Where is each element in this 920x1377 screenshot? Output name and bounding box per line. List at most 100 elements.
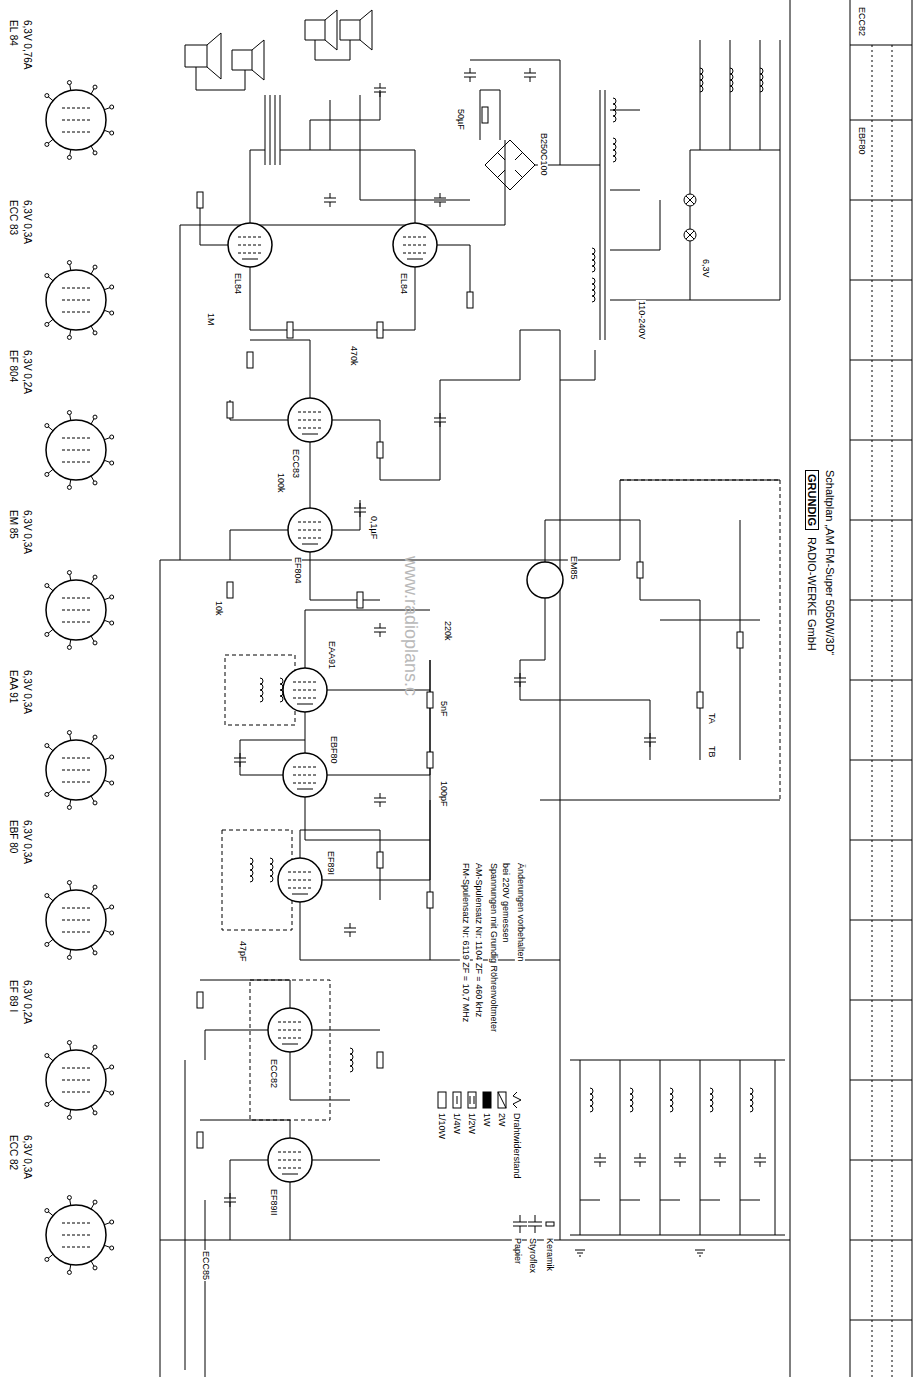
pinout-symbol	[2, 200, 118, 350]
schematic-element	[485, 140, 535, 190]
title-row: GRUNDIG RADIO-WERKE GmbH	[803, 470, 821, 740]
pin-dot	[45, 472, 49, 476]
tube-pinout: EL 846,3V 0,76A	[2, 20, 118, 170]
schematic-element	[440, 330, 560, 380]
tube-name: ECC 83	[6, 200, 20, 312]
schematic-element	[374, 793, 386, 807]
schematic-element	[790, 0, 912, 1377]
pin-dot	[67, 1041, 71, 1045]
pin-dot	[67, 485, 71, 489]
schematic-element	[377, 1052, 383, 1068]
schematic-element	[524, 68, 536, 82]
pin-dot	[110, 755, 114, 759]
legend-symbols	[438, 1092, 554, 1233]
page-frame	[790, 0, 912, 1377]
schematic-element	[250, 858, 253, 882]
tube-label-inner: EL 846,3V 0,76A	[2, 20, 38, 132]
table-entry: EBF80	[856, 126, 866, 156]
schematic-element	[483, 1092, 491, 1108]
tube-base-outline	[46, 740, 106, 800]
pin-dot	[110, 1246, 114, 1250]
note-text: Änderungen vorbehalten	[515, 862, 525, 963]
tube-electrodes	[62, 1068, 90, 1092]
schematic-element	[200, 980, 380, 1100]
schematic-element	[377, 322, 383, 338]
schematic-element	[594, 1153, 606, 1167]
pin-dot	[110, 781, 114, 785]
schematic-element	[520, 520, 650, 760]
component-value: 1M	[205, 312, 215, 327]
schematic-element	[453, 1092, 461, 1108]
pin-dot	[93, 85, 97, 89]
schematic-element	[250, 100, 415, 223]
schematic-element	[513, 1092, 521, 1108]
schematic-element	[468, 1092, 476, 1108]
tube-electrodes	[62, 758, 90, 782]
pin-dot	[45, 1209, 49, 1213]
schematic-element	[513, 1215, 527, 1233]
pin-dot	[110, 285, 114, 289]
pin-dot	[110, 311, 114, 315]
pin-dot	[67, 411, 71, 415]
schematic-element	[528, 1215, 542, 1233]
tube-label: EF 8046,3V 0,2A	[2, 350, 38, 462]
pin-dot	[110, 1220, 114, 1224]
schematic-element	[498, 1092, 506, 1108]
schematic-element	[438, 1092, 446, 1108]
schematic-element	[850, 45, 912, 1320]
tube-label-inner: EF 89 I6,3V 0,2A	[2, 980, 38, 1092]
pin-dot	[93, 265, 97, 269]
tube-electrodes	[62, 598, 90, 622]
title-row: Schaltplan „AM FM-Super 5050W/3D“	[821, 470, 839, 740]
schematic-element	[872, 45, 892, 1377]
pin-dot	[45, 322, 49, 326]
tube-label-inner: EAA 916,3V 0,3A	[2, 670, 38, 782]
tube-label: EF804	[292, 556, 302, 585]
tube-electrodes	[62, 438, 90, 462]
schematic-element	[234, 753, 246, 767]
tube-name: EL 84	[6, 20, 20, 132]
component-value: 5nF	[438, 700, 448, 718]
schematic-element	[228, 223, 272, 267]
heater-rating: 6,3V 0,3A	[20, 820, 34, 932]
tube-label-inner: EF 8046,3V 0,2A	[2, 350, 38, 462]
schematic-element	[760, 68, 763, 92]
component-value: 220k	[442, 620, 452, 642]
tube-label: ECC83	[290, 448, 300, 479]
pin-dot	[67, 645, 71, 649]
heater-rating: 6,3V 0,2A	[20, 350, 34, 462]
schematic-element	[750, 1088, 753, 1112]
schematic-element	[430, 800, 780, 1240]
pin-dot	[45, 894, 49, 898]
heater-rating: 6,3V 0,3A	[20, 1135, 34, 1247]
tube-label: EM 856,3V 0,3A	[2, 510, 38, 622]
schematic-element	[305, 10, 337, 50]
schematic-element	[686, 231, 694, 239]
schematic-element	[498, 1092, 506, 1108]
tube-label: EM85	[568, 555, 578, 581]
schematic-element	[427, 752, 433, 768]
schematic-element	[570, 1060, 785, 1235]
legend-text: 1/10W	[436, 1112, 446, 1140]
schematic-element	[227, 582, 233, 598]
schematic-element	[374, 623, 386, 637]
pin-dot	[93, 951, 97, 955]
schematic-element	[434, 193, 446, 207]
note-text: Spannungen mit Grundig Röhrenvoltmeter	[488, 862, 498, 1033]
power-supply	[470, 40, 780, 800]
tube-base-outline	[46, 1050, 106, 1110]
pin-dot	[93, 1200, 97, 1204]
tube-name: EF 89 I	[6, 980, 20, 1092]
tube-base-outline	[46, 270, 106, 330]
schematic-element	[590, 1088, 593, 1112]
schematic-element	[200, 1120, 380, 1240]
pin-dot	[45, 142, 49, 146]
output-stage	[180, 10, 505, 560]
schematic-element	[160, 480, 780, 560]
schematic-element	[730, 68, 733, 92]
schematic-element	[464, 68, 476, 82]
schematic-element	[592, 278, 595, 302]
pinout-symbol	[2, 820, 118, 970]
schematic-element	[270, 858, 273, 882]
schematic-element	[690, 40, 780, 300]
